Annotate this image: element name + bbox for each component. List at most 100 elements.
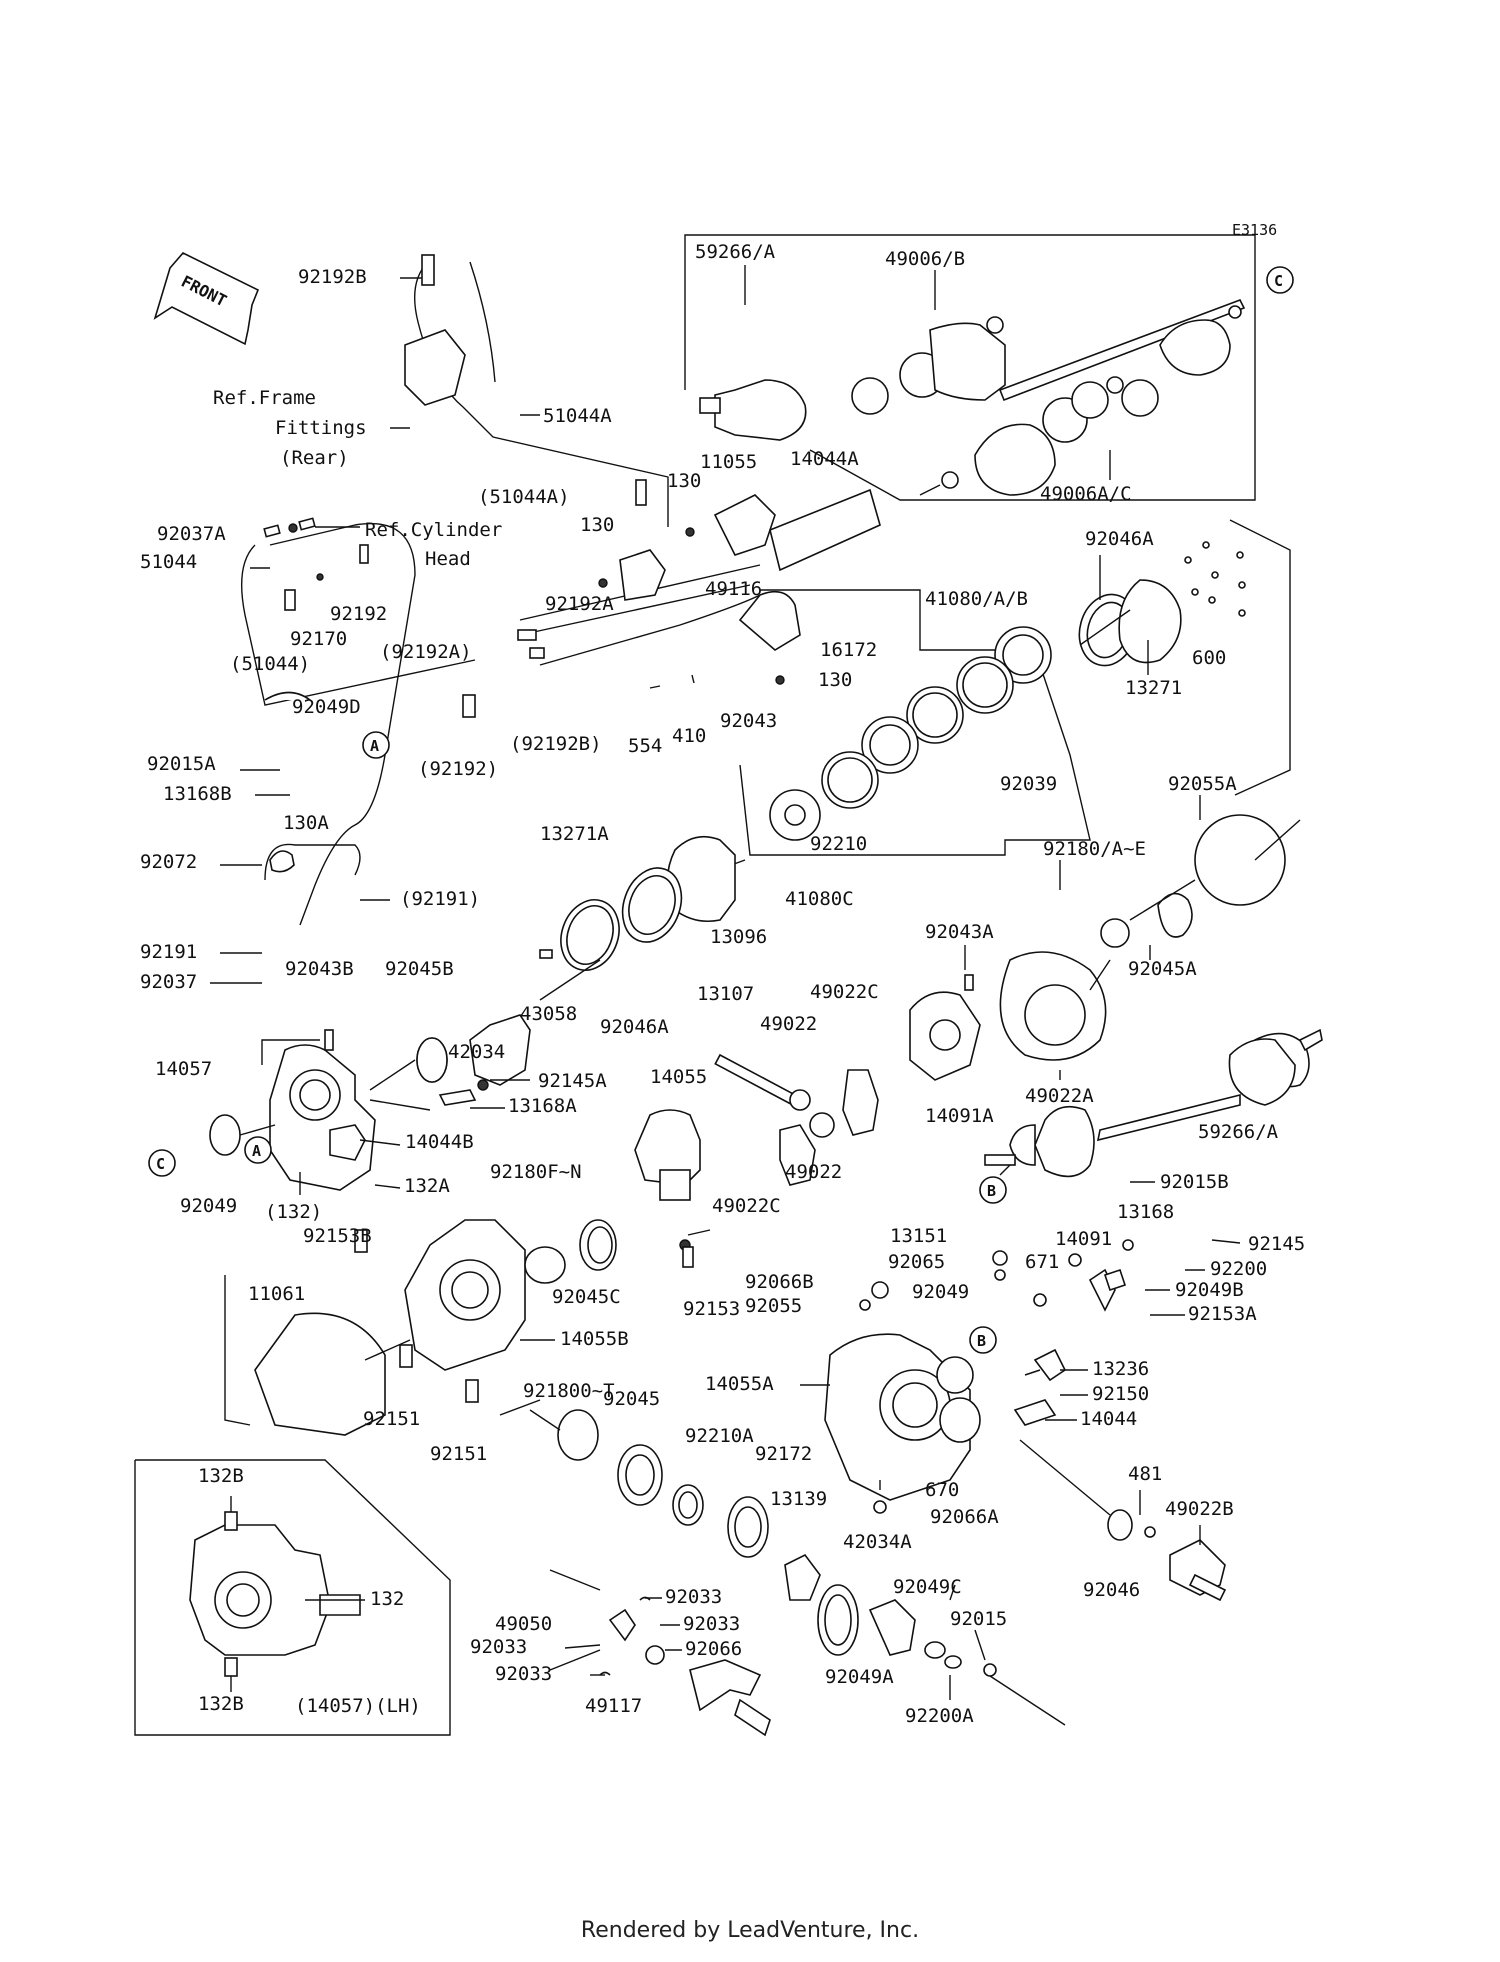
label-13096: 13096 <box>710 926 767 948</box>
housing-14057 <box>209 691 489 1195</box>
label-49006AC: 49006A/C <box>1040 483 1132 505</box>
label-92153: 92153 <box>683 1298 740 1320</box>
callout-c-left: C <box>148 1149 176 1177</box>
svg-text:A: A <box>370 737 379 755</box>
label-92153B: 92153B <box>303 1225 372 1247</box>
differential-gear-group <box>634 814 1301 1265</box>
label-92066: 92066 <box>685 1638 742 1660</box>
label-49022-a: 49022 <box>760 1013 817 1035</box>
label-49050: 49050 <box>495 1613 552 1635</box>
drive-shaft-group-top <box>684 234 1256 501</box>
breather-hose-group <box>240 254 881 926</box>
universal-joint-group <box>549 1569 771 1737</box>
label-92045C: 92045C <box>552 1286 621 1308</box>
label-41080AB: 41080/A/B <box>925 588 1028 610</box>
label-92145: 92145 <box>1248 1233 1305 1255</box>
label-92150: 92150 <box>1092 1383 1149 1405</box>
footer-credit: Rendered by LeadVenture, Inc. <box>580 1918 920 1943</box>
label-92046: 92046 <box>1083 1579 1140 1601</box>
label-92033-c: 92033 <box>470 1636 527 1658</box>
label-92043B: 92043B <box>285 958 354 980</box>
label-130-b: 130 <box>580 514 614 536</box>
label-13168A: 13168A <box>508 1095 577 1117</box>
label-92066A: 92066A <box>930 1506 999 1528</box>
label-49022B: 49022B <box>1165 1498 1234 1520</box>
label-92151-b: 92151 <box>430 1443 487 1465</box>
label-51044: 51044 <box>140 551 197 573</box>
label-130-a: 130 <box>667 470 701 492</box>
label-92015B: 92015B <box>1160 1171 1229 1193</box>
label-92046A-mid: 92046A <box>600 1016 669 1038</box>
label-130-c: 130 <box>818 669 852 691</box>
label-13168B: 13168B <box>163 783 232 805</box>
label-14055B: 14055B <box>560 1328 629 1350</box>
label-92049-mid: 92049 <box>912 1281 969 1303</box>
label-49006B: 49006/B <box>885 248 965 270</box>
label-13139: 13139 <box>770 1488 827 1510</box>
label-92055: 92055 <box>745 1295 802 1317</box>
label-92045B: 92045B <box>385 958 454 980</box>
svg-text:C: C <box>1274 272 1283 290</box>
label-16172: 16172 <box>820 639 877 661</box>
label-92049C: 92049C <box>893 1576 962 1598</box>
svg-text:B: B <box>987 1182 996 1200</box>
clutch-pack-group <box>689 519 1291 881</box>
label-92066B: 92066B <box>745 1271 814 1293</box>
label-42034: 42034 <box>448 1041 505 1063</box>
housing-14055B <box>224 1219 711 1436</box>
label-670: 670 <box>925 1479 959 1501</box>
label-59266A-top: 59266/A <box>695 241 776 263</box>
label-49116: 49116 <box>705 578 762 600</box>
label-92192B: 92192B <box>298 266 367 288</box>
label-92180AE: 92180/A~E <box>1043 838 1146 860</box>
label-92015: 92015 <box>950 1608 1007 1630</box>
callout-c-top: C <box>1266 266 1294 294</box>
label-92049D: 92049D <box>292 696 361 718</box>
svg-text:A: A <box>252 1142 261 1160</box>
label-92153A: 92153A <box>1188 1303 1257 1325</box>
label-92049-left: 92049 <box>180 1195 237 1217</box>
label-92037: 92037 <box>140 971 197 993</box>
label-14091: 14091 <box>1055 1228 1112 1250</box>
label-554: 554 <box>628 735 662 757</box>
label-92055A: 92055A <box>1168 773 1237 795</box>
label-92037A: 92037A <box>157 523 226 545</box>
label-11055: 11055 <box>700 451 757 473</box>
label-92210A: 92210A <box>685 1425 754 1447</box>
ref-frame-line2: Fittings <box>275 417 367 439</box>
callout-a-bottom: A <box>244 1136 272 1164</box>
label-13151: 13151 <box>890 1225 947 1247</box>
label-14044A: 14044A <box>790 448 859 470</box>
label-41080C: 41080C <box>785 888 854 910</box>
label-92043A: 92043A <box>925 921 994 943</box>
label-92191: 92191 <box>140 941 197 963</box>
label-92170: 92170 <box>290 628 347 650</box>
label-92151-a: 92151 <box>363 1408 420 1430</box>
label-14044B: 14044B <box>405 1131 474 1153</box>
callout-a-top: A <box>362 731 390 759</box>
label-92045: 92045 <box>603 1388 660 1410</box>
label-92180FN: 92180F~N <box>490 1161 582 1183</box>
label-49117: 49117 <box>585 1695 642 1717</box>
label-14044: 14044 <box>1080 1408 1137 1430</box>
label-92192A: 92192A <box>545 593 614 615</box>
label-132: 132 <box>370 1588 404 1610</box>
label-59266A-mid: 59266/A <box>1198 1121 1279 1143</box>
label-92033-b: 92033 <box>683 1613 740 1635</box>
label-92200: 92200 <box>1210 1258 1267 1280</box>
front-arrow-icon: FRONT <box>153 252 260 346</box>
label-14055: 14055 <box>650 1066 707 1088</box>
label-92065: 92065 <box>888 1251 945 1273</box>
label-14055A: 14055A <box>705 1373 774 1395</box>
label-92192: 92192 <box>330 603 387 625</box>
label-92049A: 92049A <box>825 1666 894 1688</box>
label-49022C-b: 49022C <box>712 1195 781 1217</box>
leader-lines <box>210 265 1241 1700</box>
label-13271A: 13271A <box>540 823 609 845</box>
label-92043: 92043 <box>720 710 777 732</box>
label-49022C-a: 49022C <box>810 981 879 1003</box>
label-13236: 13236 <box>1092 1358 1149 1380</box>
label-49022-b: 49022 <box>785 1161 842 1183</box>
ref-frame-line3: (Rear) <box>280 447 349 469</box>
